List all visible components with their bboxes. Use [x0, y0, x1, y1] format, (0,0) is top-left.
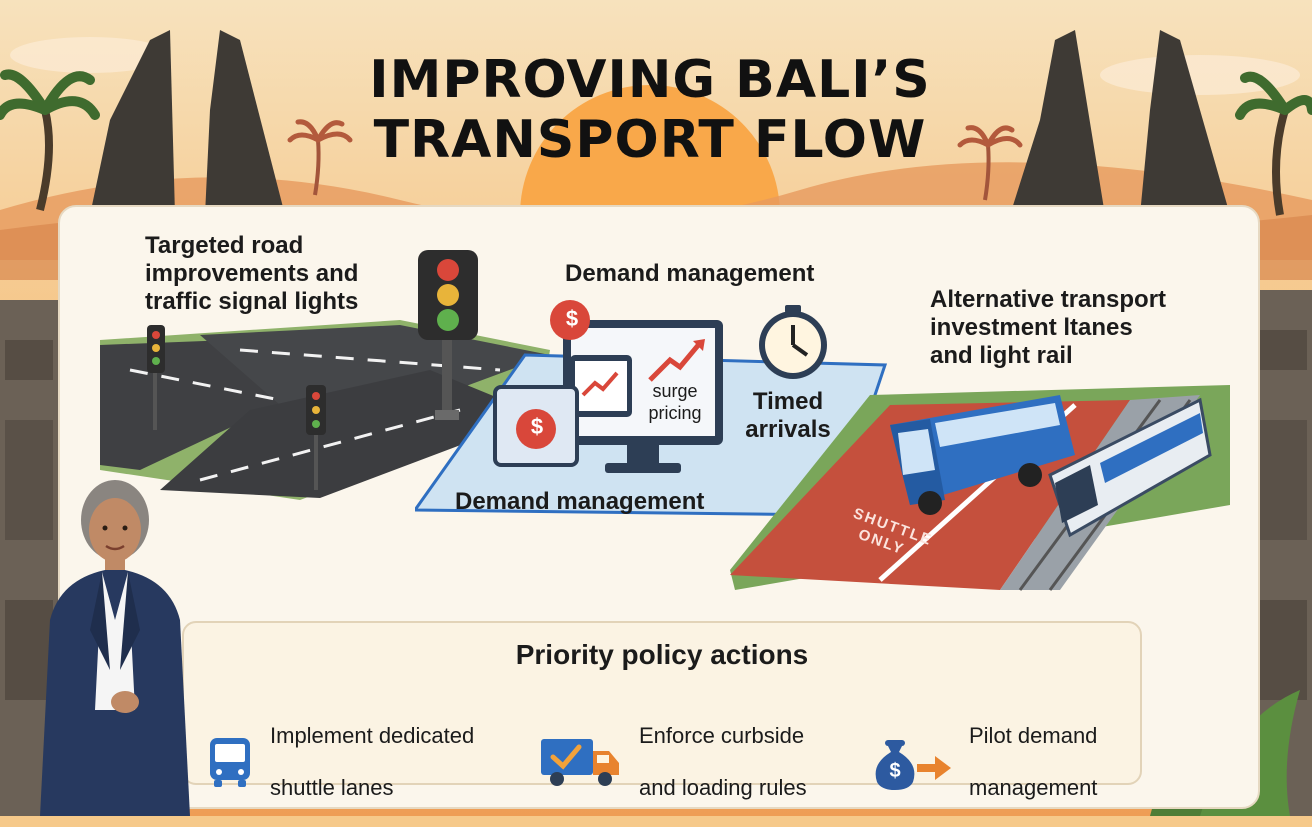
alt-label-line-1: Alternative transport: [930, 286, 1167, 313]
temple-pillar-left: [0, 300, 58, 816]
palm-tree-right: [957, 125, 1023, 201]
dollar-badge-icon: [550, 300, 590, 340]
arrivals-text: arrivals: [745, 416, 831, 443]
dollar-window-symbol: $: [530, 414, 544, 439]
page-title: IMPROVING BALI’S TRANSPORT FLOW: [300, 50, 1000, 170]
light-rail-illustration: [1048, 397, 1212, 538]
policy-item-curbside: Enforce curbside and loading rules: [539, 697, 807, 827]
surge-pricing-text: surge pricing: [640, 380, 710, 424]
policy-text-line-1: Implement dedicated: [270, 723, 475, 748]
surge-text: surge: [652, 381, 698, 401]
policy-text-shuttle: Implement dedicated shuttle lanes: [270, 697, 474, 827]
delivery-truck-icon: [541, 739, 619, 786]
policy-heading: Priority policy actions: [515, 639, 809, 670]
policy-text-demand: Pilot demand management: [969, 697, 1097, 827]
title-line-2: TRANSPORT FLOW: [373, 110, 927, 170]
alternative-transport-label: Alternative transport investment ltanes …: [930, 286, 1166, 370]
traffic-light-large: [418, 250, 478, 420]
road-intersection-scene: [100, 250, 550, 500]
road-section-label: Targeted road improvements and traffic s…: [145, 232, 358, 316]
pricing-text: pricing: [648, 403, 702, 423]
policy-text-line-2: management: [969, 775, 1098, 800]
traffic-light-small-center: [306, 385, 326, 490]
policy-item-demand: $ Pilot demand management: [869, 697, 1097, 827]
traffic-light-small-left: [147, 325, 165, 430]
demand-bottom-label: Demand management: [455, 488, 705, 515]
demand-management-scene: [415, 300, 888, 517]
palm-tree-left: [0, 69, 100, 211]
bus-icon: [210, 738, 250, 787]
money-bag-icon-wrap: $: [869, 734, 953, 790]
alternative-transport-scene: [730, 385, 1230, 591]
money-bag-icon: [875, 740, 951, 790]
dollar-window-icon: [493, 385, 579, 467]
clock-icon: [759, 305, 827, 379]
palm-tree-far-right: [1235, 71, 1312, 216]
title-line-1: IMPROVING BALI’S: [369, 50, 931, 110]
road-label-line-1: Targeted road: [145, 232, 304, 259]
policy-text-line-1: Enforce curbside: [639, 723, 805, 748]
policy-text-line-1: Pilot demand: [969, 723, 1098, 748]
policy-text-curbside: Enforce curbside and loading rules: [639, 697, 807, 827]
policy-text-line-2: and loading rules: [639, 775, 807, 800]
bus-illustration: [890, 395, 1075, 515]
chart-window-icon: [570, 355, 632, 417]
policy-actions-box: Priority policy actions Implement dedica…: [182, 621, 1142, 800]
road-label-line-3: traffic signal lights: [145, 288, 359, 315]
split-gate-left: [90, 30, 285, 215]
monitor-icon: [563, 320, 723, 473]
split-gate-right: [1010, 30, 1230, 215]
timed-arrivals-label: Timed arrivals: [738, 388, 838, 444]
alt-label-line-2: investment ltanes: [930, 314, 1133, 341]
presenter-woman-illustration: [40, 480, 190, 816]
timed-text: Timed: [752, 388, 824, 415]
policy-item-shuttle-lanes: Implement dedicated shuttle lanes: [206, 697, 474, 827]
palm-tree-small: [287, 119, 353, 196]
demand-top-label: Demand management: [565, 260, 815, 287]
alt-label-line-3: and light rail: [930, 342, 1073, 369]
policy-text-line-2: shuttle lanes: [270, 775, 394, 800]
road-label-line-2: improvements and: [145, 260, 359, 287]
money-bag-symbol: $: [889, 760, 901, 782]
dollar-badge-symbol: $: [565, 306, 579, 331]
